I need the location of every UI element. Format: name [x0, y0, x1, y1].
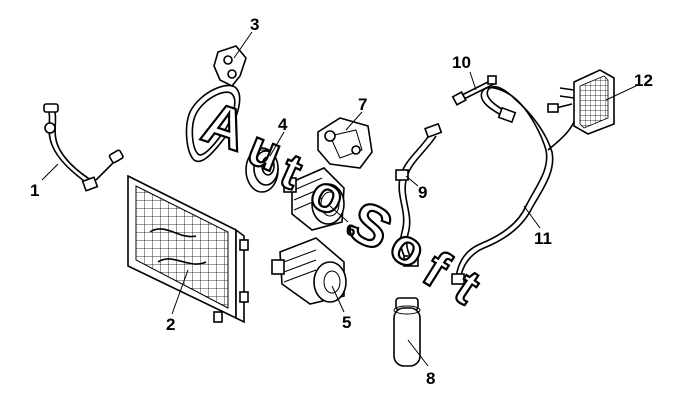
part-number-5: 5 — [342, 313, 351, 332]
evaporator-part — [559, 69, 615, 135]
condenser-part — [127, 174, 249, 324]
part-number-4: 4 — [278, 115, 288, 134]
hose-part — [395, 122, 443, 267]
part-number-6: 6 — [346, 221, 355, 240]
part-number-7: 7 — [358, 95, 367, 114]
mounting-bracket-part — [317, 117, 373, 169]
clutch-pulley-part — [245, 147, 279, 193]
compressor-part — [271, 237, 347, 305]
long-hose-part — [451, 85, 579, 285]
part-number-2: 2 — [166, 315, 175, 334]
bracket-part — [213, 45, 247, 88]
hose-line-part — [43, 103, 124, 192]
bolt-part — [451, 75, 497, 106]
part-number-12: 12 — [634, 71, 653, 90]
watermark-letter: t — [445, 259, 490, 315]
receiver-drier-part — [393, 297, 421, 367]
part-number-11: 11 — [534, 229, 552, 248]
part-number-9: 9 — [418, 183, 427, 202]
leader-lines — [41, 31, 637, 367]
drive-belt-part — [185, 84, 241, 163]
part-number-8: 8 — [426, 369, 435, 388]
part-number-3: 3 — [250, 15, 259, 34]
part-number-10: 10 — [452, 53, 471, 72]
callouts: 1 2 3 4 5 6 7 8 9 10 11 12 — [30, 15, 653, 388]
part-number-1: 1 — [30, 181, 39, 200]
compressor-assembly-part — [283, 167, 345, 231]
watermark-letter: A — [195, 89, 255, 164]
